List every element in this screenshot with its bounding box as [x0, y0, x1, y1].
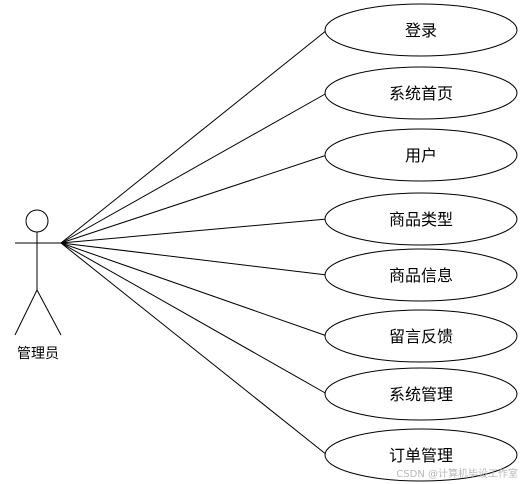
- association-line: [60, 242, 328, 276]
- use-case-ellipse: [324, 192, 518, 246]
- use-case: 系统首页: [324, 66, 518, 120]
- use-case-label: 系统首页: [389, 84, 453, 103]
- use-case: 留言反馈: [324, 309, 518, 363]
- use-case-label: 用户: [405, 146, 437, 165]
- watermark: CSDN @计算机毕设工作室: [396, 469, 518, 480]
- associations: [60, 29, 328, 456]
- actor-label: 管理员: [17, 346, 59, 362]
- use-case-ellipse: [324, 428, 518, 482]
- use-case-ellipse: [324, 309, 518, 363]
- use-case: 商品类型: [324, 192, 518, 246]
- use-case-label: 登录: [405, 21, 437, 40]
- use-case: 登录: [324, 3, 518, 57]
- use-case-label: 订单管理: [389, 446, 453, 465]
- use-case: 商品信息: [324, 248, 518, 302]
- use-case-label: 留言反馈: [389, 327, 453, 346]
- association-line: [60, 242, 328, 337]
- actor-right-leg: [36, 289, 62, 336]
- association-line: [60, 218, 328, 244]
- use-case-ellipse: [324, 66, 518, 120]
- use-case-label: 商品信息: [389, 266, 453, 285]
- use-case-ellipse: [324, 248, 518, 302]
- actor-head: [25, 209, 49, 233]
- association-line: [60, 242, 328, 456]
- use-case-ellipse: [324, 3, 518, 57]
- actor-left-leg: [14, 289, 38, 336]
- use-case-ellipse: [324, 367, 518, 421]
- association-line: [60, 29, 328, 244]
- association-line: [60, 154, 328, 244]
- association-line: [60, 92, 328, 244]
- use-case: 系统管理: [324, 367, 518, 421]
- use-case: 订单管理: [324, 428, 518, 482]
- use-case-ellipse: [324, 128, 518, 182]
- use-case: 用户: [324, 128, 518, 182]
- actor-administrator: 管理员: [14, 209, 62, 362]
- association-line: [60, 242, 328, 395]
- use-case-label: 商品类型: [389, 210, 453, 229]
- use-case-label: 系统管理: [389, 385, 453, 404]
